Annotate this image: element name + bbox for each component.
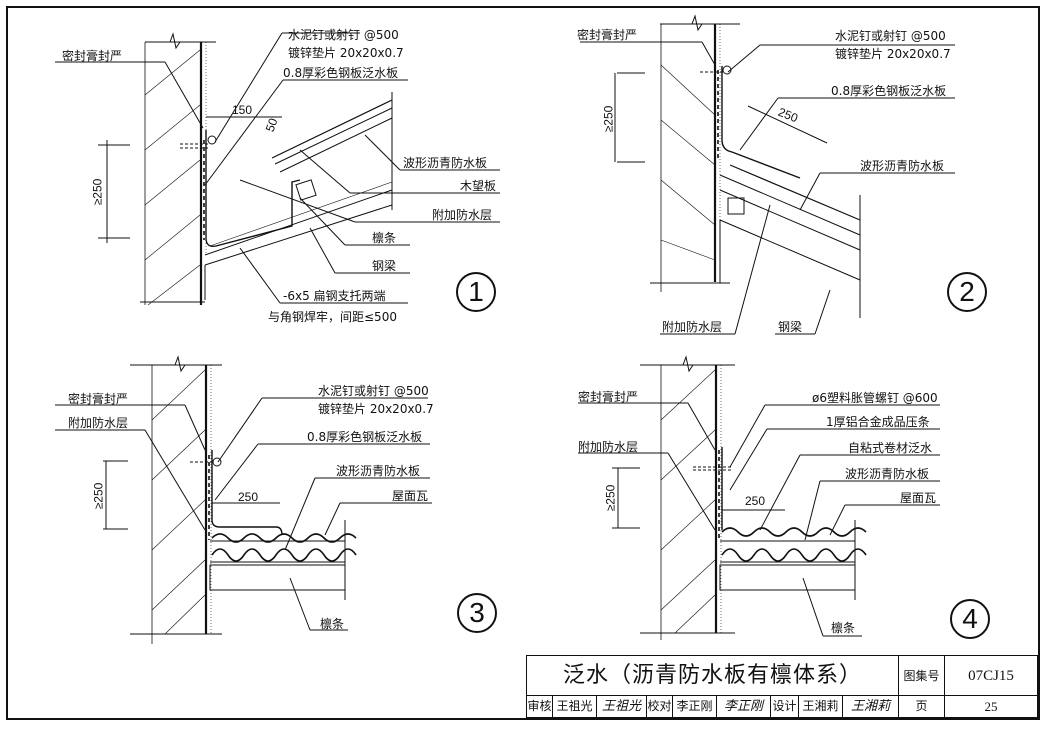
dimension-min-250: ≥250 [91, 482, 106, 510]
label-extra-waterproof: 附加防水层 [578, 440, 639, 454]
detail-4-drawing [578, 355, 940, 640]
label-nail: 水泥钉或射钉 @500 [835, 29, 946, 43]
label-asphalt-sheet: 波形沥青防水板 [860, 159, 945, 173]
detail-3-drawing [55, 355, 432, 644]
label-sealant: 密封膏封严 [62, 49, 123, 63]
label-extra-waterproof: 附加防水层 [662, 320, 723, 334]
dimension-min-250: ≥250 [90, 178, 105, 206]
drawing-frame [6, 6, 1040, 720]
label-extra-waterproof: 附加防水层 [432, 208, 493, 222]
detail-number-2: 2 [947, 272, 987, 312]
atlas-number: 07CJ15 [945, 656, 1037, 696]
page-label: 页 [899, 696, 945, 717]
label-steel-flashing: 0.8厚彩色钢板泛水板 [831, 84, 947, 98]
dimension-150: 150 [232, 103, 253, 117]
detail-number-3: 3 [457, 593, 497, 633]
atlas-number-label: 图集号 [899, 656, 945, 696]
reviewer-signature: 王祖光 [597, 696, 647, 717]
role-design: 设计 [771, 696, 799, 717]
label-washer: 镀锌垫片 20x20x0.7 [288, 46, 404, 60]
checker-signature: 李正刚 [717, 696, 771, 717]
role-review: 审核 [527, 696, 553, 717]
page-number: 25 [984, 699, 998, 714]
label-steel-beam: 钢梁 [372, 259, 397, 273]
label-plastic-anchor-screw: ø6塑料胀管螺钉 @600 [812, 391, 938, 405]
label-steel-flashing: 0.8厚彩色钢板泛水板 [283, 66, 399, 80]
dimension-250: 250 [745, 494, 766, 508]
reviewer-name: 王祖光 [553, 696, 597, 717]
dimension-min-250: ≥250 [603, 484, 618, 512]
label-flat-steel: -6x5 扁钢支托两端 [283, 289, 386, 303]
label-asphalt-sheet: 波形沥青防水板 [403, 156, 488, 170]
label-washer: 镀锌垫片 20x20x0.7 [318, 402, 434, 416]
detail-1-drawing [55, 32, 500, 306]
label-nail: 水泥钉或射钉 @500 [318, 384, 429, 398]
label-aluminum-strip: 1厚铝合金成品压条 [826, 415, 930, 429]
signoff-row: 审核 王祖光 王祖光 校对 李正刚 李正刚 设计 王湘莉 王湘莉 [527, 696, 899, 717]
label-asphalt-sheet: 波形沥青防水板 [845, 467, 930, 481]
label-self-adhesive-flashing: 自粘式卷材泛水 [848, 441, 933, 455]
label-welded-spacing: 与角钢焊牢，间距≤500 [268, 310, 397, 324]
detail-number-4: 4 [950, 599, 990, 639]
label-purlin: 檩条 [372, 231, 397, 245]
designer-signature: 王湘莉 [850, 699, 890, 714]
detail-number-1: 1 [456, 272, 496, 312]
label-steel-flashing: 0.8厚彩色钢板泛水板 [307, 430, 423, 444]
dimension-250: 250 [238, 490, 259, 504]
role-check: 校对 [647, 696, 673, 717]
label-asphalt-sheet: 波形沥青防水板 [336, 464, 421, 478]
sheet-title: 泛水（沥青防水板有檩体系） [527, 656, 899, 696]
dimension-min-250: ≥250 [601, 105, 616, 133]
title-block: 泛水（沥青防水板有檩体系） 图集号 07CJ15 审核 王祖光 王祖光 校对 李… [526, 655, 1038, 718]
label-washer: 镀锌垫片 20x20x0.7 [835, 47, 951, 61]
label-purlin: 檩条 [831, 621, 856, 635]
label-sealant: 密封膏封严 [578, 390, 639, 404]
detail-2-drawing [580, 14, 955, 335]
label-sealant: 密封膏封严 [68, 392, 129, 406]
label-roof-tile: 屋面瓦 [392, 489, 429, 503]
label-sealant: 密封膏封严 [577, 28, 638, 42]
label-steel-beam: 钢梁 [778, 320, 803, 334]
label-roof-tile: 屋面瓦 [900, 491, 937, 505]
checker-name: 李正刚 [673, 696, 717, 717]
designer-name: 王湘莉 [799, 696, 843, 717]
label-purlin: 檩条 [320, 617, 345, 631]
label-wood-board: 木望板 [460, 179, 497, 193]
label-nail: 水泥钉或射钉 @500 [288, 28, 399, 42]
label-extra-waterproof: 附加防水层 [68, 416, 129, 430]
